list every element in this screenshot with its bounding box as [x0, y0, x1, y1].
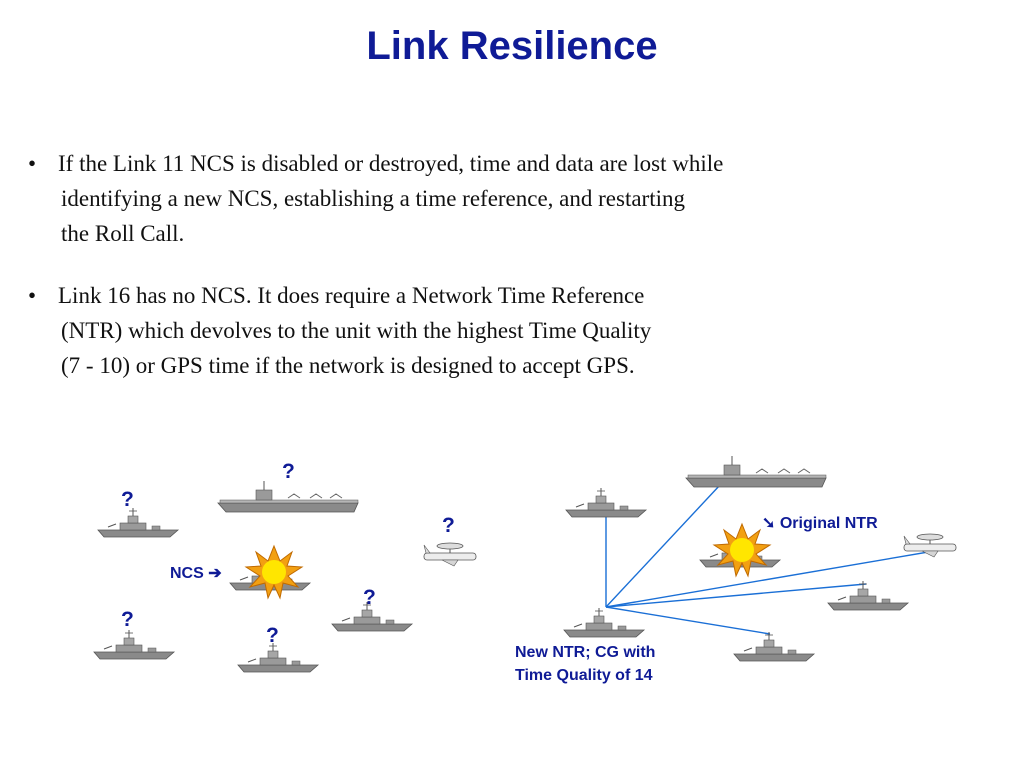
awacs-aircraft-icon: [423, 542, 477, 567]
ship-icon: [93, 629, 175, 660]
bullet-marker: •: [28, 151, 37, 176]
aircraft-carrier-icon: [217, 480, 359, 513]
awacs-aircraft-icon: [903, 533, 957, 558]
unknown-ncs-label: ?: [121, 608, 134, 631]
aircraft-carrier-icon: [685, 455, 827, 488]
ship-icon: [565, 487, 647, 518]
new-ntr-label-line: New NTR; CG with: [515, 644, 656, 661]
bullet-line: (7 - 10) or GPS time if the network is d…: [61, 353, 635, 378]
original-ntr-label: ➘ Original NTR: [762, 515, 878, 532]
ship-icon: [733, 631, 815, 662]
bullet-marker: •: [28, 283, 37, 308]
new-ntr-label: New NTR; CG with Time Quality of 14: [515, 641, 655, 687]
ship-icon: [827, 580, 909, 611]
bullet-line: (NTR) which devolves to the unit with th…: [61, 318, 652, 343]
ncs-label: NCS ➔: [170, 565, 222, 582]
ship-icon: [563, 607, 645, 638]
unknown-ncs-label: ?: [282, 460, 295, 483]
page-title: Link Resilience: [366, 24, 658, 68]
bullet-line: Link 16 has no NCS. It does require a Ne…: [58, 283, 645, 308]
unknown-ncs-label: ?: [121, 488, 134, 511]
new-ntr-label-line: Time Quality of 14: [515, 667, 653, 684]
network-links: [605, 484, 941, 635]
bullet-line: identifying a new NCS, establishing a ti…: [61, 186, 685, 211]
bullet-link16: • Link 16 has no NCS. It does require a …: [28, 278, 928, 383]
unknown-ncs-label: ?: [266, 624, 279, 647]
bullet-line: If the Link 11 NCS is disabled or destro…: [58, 151, 724, 176]
bullet-link11: • If the Link 11 NCS is disabled or dest…: [28, 146, 928, 251]
unknown-ncs-label: ?: [363, 586, 376, 609]
bullet-line: the Roll Call.: [61, 221, 185, 246]
unknown-ncs-label: ?: [442, 514, 455, 537]
ship-icon: [97, 507, 179, 538]
